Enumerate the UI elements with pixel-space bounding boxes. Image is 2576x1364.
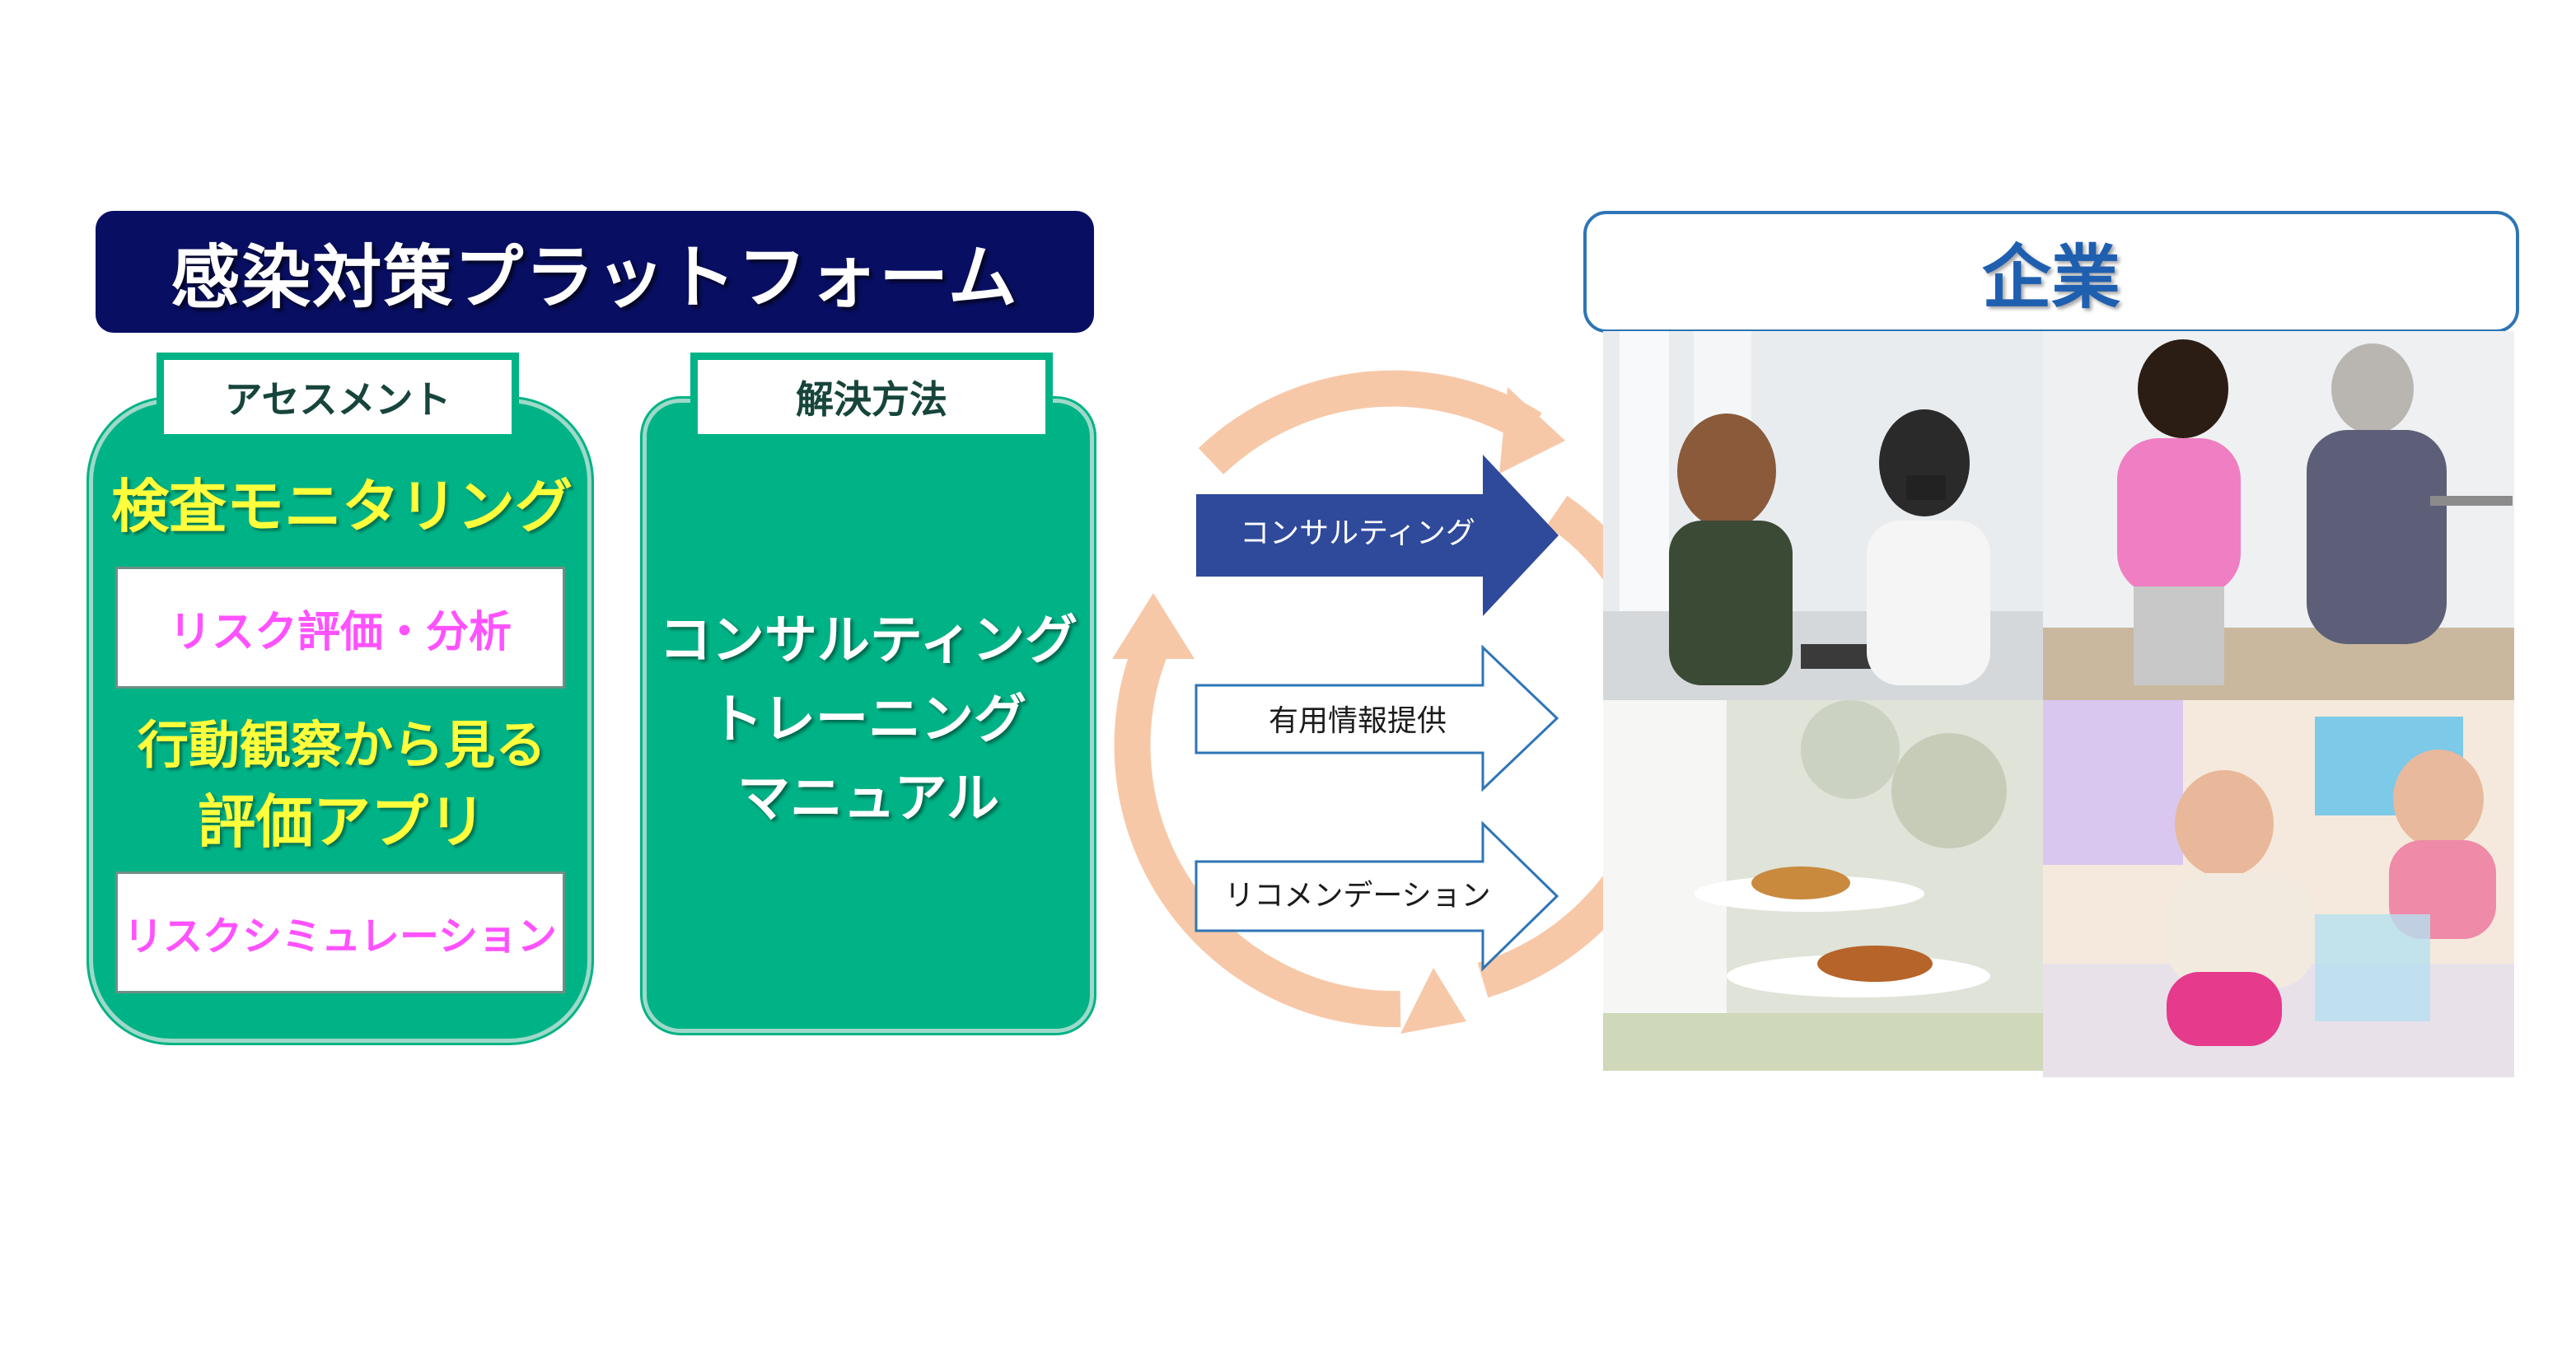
company-title-text: 企業 bbox=[1982, 222, 2120, 322]
behavior-label-line1: 行動観察から見る bbox=[99, 708, 585, 782]
behavior-label-line2: 評価アプリ bbox=[99, 781, 585, 863]
solution-tab: 解決方法 bbox=[690, 353, 1053, 441]
solution-tab-label: 解決方法 bbox=[796, 370, 947, 424]
assessment-tab-label: アセスメント bbox=[224, 370, 451, 424]
solution-line: トレーニング bbox=[651, 680, 1086, 759]
platform-title-text: 感染対策プラットフォーム bbox=[171, 222, 1018, 322]
restaurant-photo bbox=[1603, 331, 2043, 700]
company-title: 企業 bbox=[1583, 211, 2519, 333]
recommendation-arrow-label: リコメンデーション bbox=[1201, 871, 1514, 921]
assessment-tab: アセスメント bbox=[157, 353, 519, 441]
solution-text: コンサルティング トレーニング マニュアル bbox=[651, 601, 1086, 848]
info-arrow-label: 有用情報提供 bbox=[1201, 697, 1514, 746]
consulting-arrow-label: コンサルティング bbox=[1201, 509, 1514, 558]
risk-eval-box: リスク評価・分析 bbox=[115, 567, 565, 689]
solution-line: コンサルティング bbox=[651, 601, 1086, 680]
risk-sim-box: リスクシミュレーション bbox=[115, 871, 565, 993]
risk-sim-text: リスクシミュレーション bbox=[124, 904, 557, 961]
nursery-photo bbox=[2043, 700, 2514, 1077]
solution-line: マニュアル bbox=[651, 759, 1086, 838]
platform-title: 感染対策プラットフォーム bbox=[96, 211, 1094, 333]
banquet-photo bbox=[1603, 700, 2043, 1071]
care-photo bbox=[2043, 331, 2514, 700]
monitoring-label: 検査モニタリング bbox=[99, 461, 585, 552]
risk-eval-text: リスク評価・分析 bbox=[169, 597, 512, 659]
